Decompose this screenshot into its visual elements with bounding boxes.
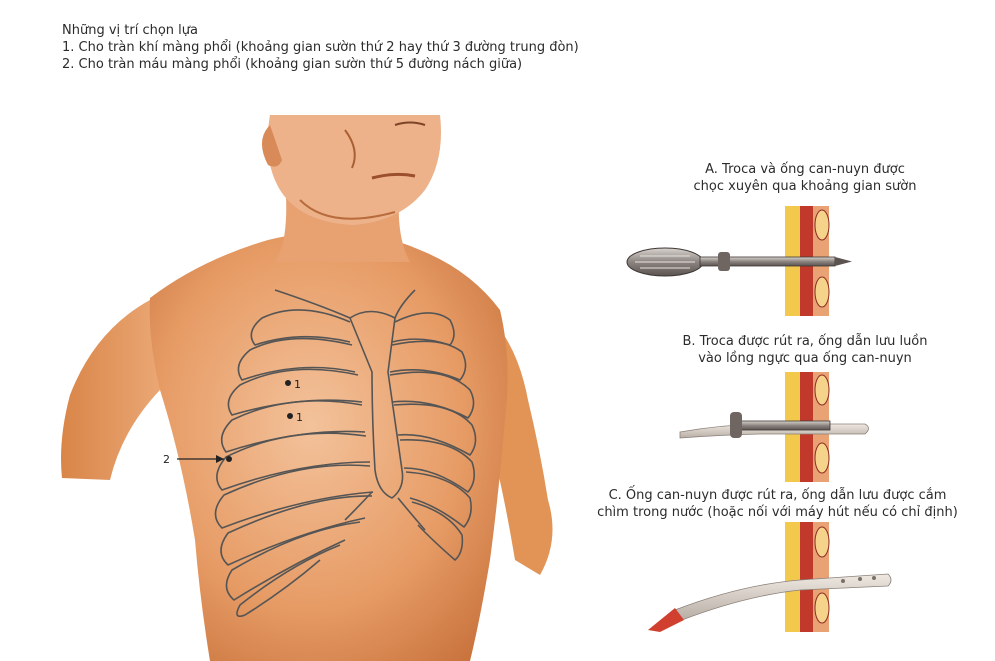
site-2-label: 2 <box>163 453 170 466</box>
site-2-marker <box>226 456 232 462</box>
ear <box>261 125 282 167</box>
site-1a-label: 1 <box>294 378 301 391</box>
instructions-line-1: 1. Cho tràn khí màng phổi (khoảng gian s… <box>62 40 579 55</box>
step-c-illustration <box>648 522 892 632</box>
mouth <box>371 172 416 180</box>
step-c-caption-line-2: chìm trong nước (hoặc nối với máy hút nế… <box>597 505 958 520</box>
instructions-title: Những vị trí chọn lựa <box>62 23 198 38</box>
step-a-caption: A. Troca và ống can-nuyn được chọc xuyên… <box>645 161 965 195</box>
rib-cage <box>214 289 477 618</box>
trocar-tip <box>835 257 852 266</box>
site-1a-marker <box>285 380 291 386</box>
step-c-caption-line-1: C. Ống can-nuyn được rút ra, ống dẫn lưu… <box>608 488 947 503</box>
instructions: Những vị trí chọn lựa 1. Cho tràn khí mà… <box>62 22 579 73</box>
step-b-illustration <box>679 372 869 482</box>
left-arm <box>61 300 160 480</box>
jaw-shade <box>299 199 396 220</box>
step-a-caption-line-2: chọc xuyên qua khoảng gian sườn <box>693 179 917 194</box>
head <box>267 115 441 225</box>
cannula-b <box>734 420 831 431</box>
step-a-illustration <box>626 206 852 316</box>
step-b-caption-line-1: B. Troca được rút ra, ống dẫn lưu luồn <box>682 334 928 349</box>
step-b-caption-line-2: vào lồng ngực qua ống can-nuyn <box>698 351 912 366</box>
red-connector <box>648 608 684 632</box>
step-b-caption: B. Troca được rút ra, ống dẫn lưu luồn v… <box>645 333 965 367</box>
eye <box>394 121 426 126</box>
step-a-caption-line-1: A. Troca và ống can-nuyn được <box>705 162 905 177</box>
site-1b-label: 1 <box>296 411 303 424</box>
step-c-caption: C. Ống can-nuyn được rút ra, ống dẫn lưu… <box>565 487 990 521</box>
drain-tube-c <box>674 573 892 621</box>
site-1b-marker <box>287 413 293 419</box>
site-2-arrowhead <box>216 455 224 463</box>
torso-figure: 1 1 2 <box>61 115 553 661</box>
nose <box>344 129 356 169</box>
instructions-line-2: 2. Cho tràn máu màng phổi (khoảng gian s… <box>62 57 523 72</box>
